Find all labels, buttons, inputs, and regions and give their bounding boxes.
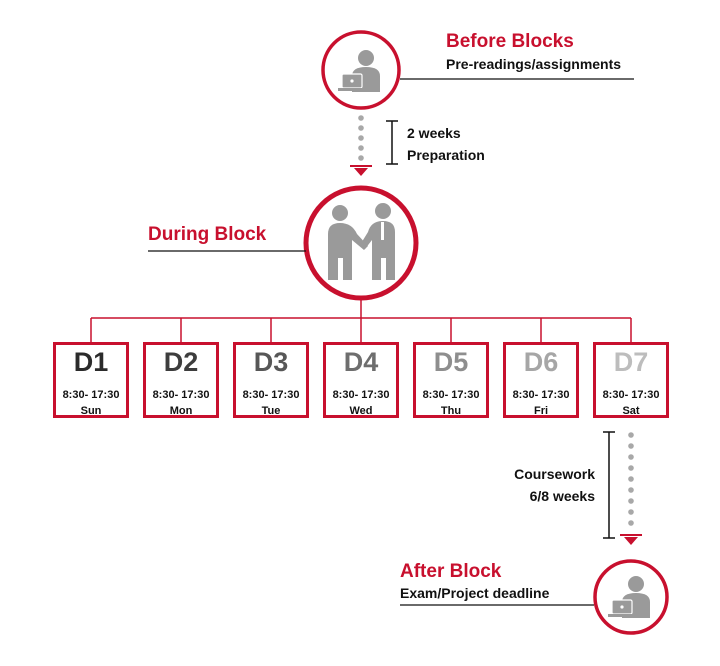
- day-box-d2: D2 8:30- 17:30 Mon: [143, 342, 219, 418]
- day-time: 8:30- 17:30: [512, 389, 570, 401]
- day-of-week: Thu: [440, 405, 462, 417]
- coursework-note: Coursework 6/8 weeks: [480, 463, 595, 507]
- day-time: 8:30- 17:30: [602, 389, 660, 401]
- day-box-d7: D7 8:30- 17:30 Sat: [593, 342, 669, 418]
- during-title: During Block: [148, 224, 267, 245]
- day-code: D6: [523, 347, 559, 377]
- day-of-week: Sat: [622, 405, 640, 417]
- after-subtitle: Exam/Project deadline: [400, 585, 550, 601]
- day-box-d5: D5 8:30- 17:30 Thu: [413, 342, 489, 418]
- day-code: D5: [433, 347, 469, 377]
- before-title: Before Blocks: [446, 31, 574, 52]
- prep-note: 2 weeks Preparation: [407, 122, 485, 166]
- person-laptop-icon: [608, 576, 650, 618]
- before-subtitle: Pre-readings/assignments: [446, 56, 622, 72]
- day-time: 8:30- 17:30: [242, 389, 300, 401]
- day-code: D2: [163, 347, 199, 377]
- day-of-week: Mon: [169, 405, 193, 417]
- day-box-d1: D1 8:30- 17:30 Sun: [53, 342, 129, 418]
- day-time: 8:30- 17:30: [152, 389, 210, 401]
- day-box-d3: D3 8:30- 17:30 Tue: [233, 342, 309, 418]
- coursework-duration: 6/8 weeks: [529, 488, 595, 504]
- day-code: D4: [343, 347, 379, 377]
- day-box-d4: D4 8:30- 17:30 Wed: [323, 342, 399, 418]
- person-laptop-icon: [338, 50, 380, 92]
- prep-dotted-arrow: [350, 115, 372, 176]
- day-time: 8:30- 17:30: [332, 389, 390, 401]
- prep-duration: 2 weeks: [407, 125, 461, 141]
- day-box-d6: D6 8:30- 17:30 Fri: [503, 342, 579, 418]
- coursework-label: Coursework: [514, 466, 595, 482]
- handshake-icon: [328, 203, 395, 280]
- day-connectors: [90, 298, 632, 342]
- day-code: D3: [253, 347, 289, 377]
- day-of-week: Tue: [261, 405, 281, 417]
- prep-bracket: [386, 120, 398, 165]
- prep-label: Preparation: [407, 147, 485, 163]
- after-title: After Block: [400, 561, 502, 582]
- day-time: 8:30- 17:30: [422, 389, 480, 401]
- day-of-week: Wed: [349, 405, 373, 417]
- day-code: D1: [73, 347, 109, 377]
- coursework-dotted-arrow: [620, 432, 642, 545]
- day-code: D7: [613, 347, 649, 377]
- day-of-week: Sun: [80, 405, 102, 417]
- day-time: 8:30- 17:30: [62, 389, 120, 401]
- day-of-week: Fri: [533, 405, 549, 417]
- coursework-bracket: [603, 431, 615, 539]
